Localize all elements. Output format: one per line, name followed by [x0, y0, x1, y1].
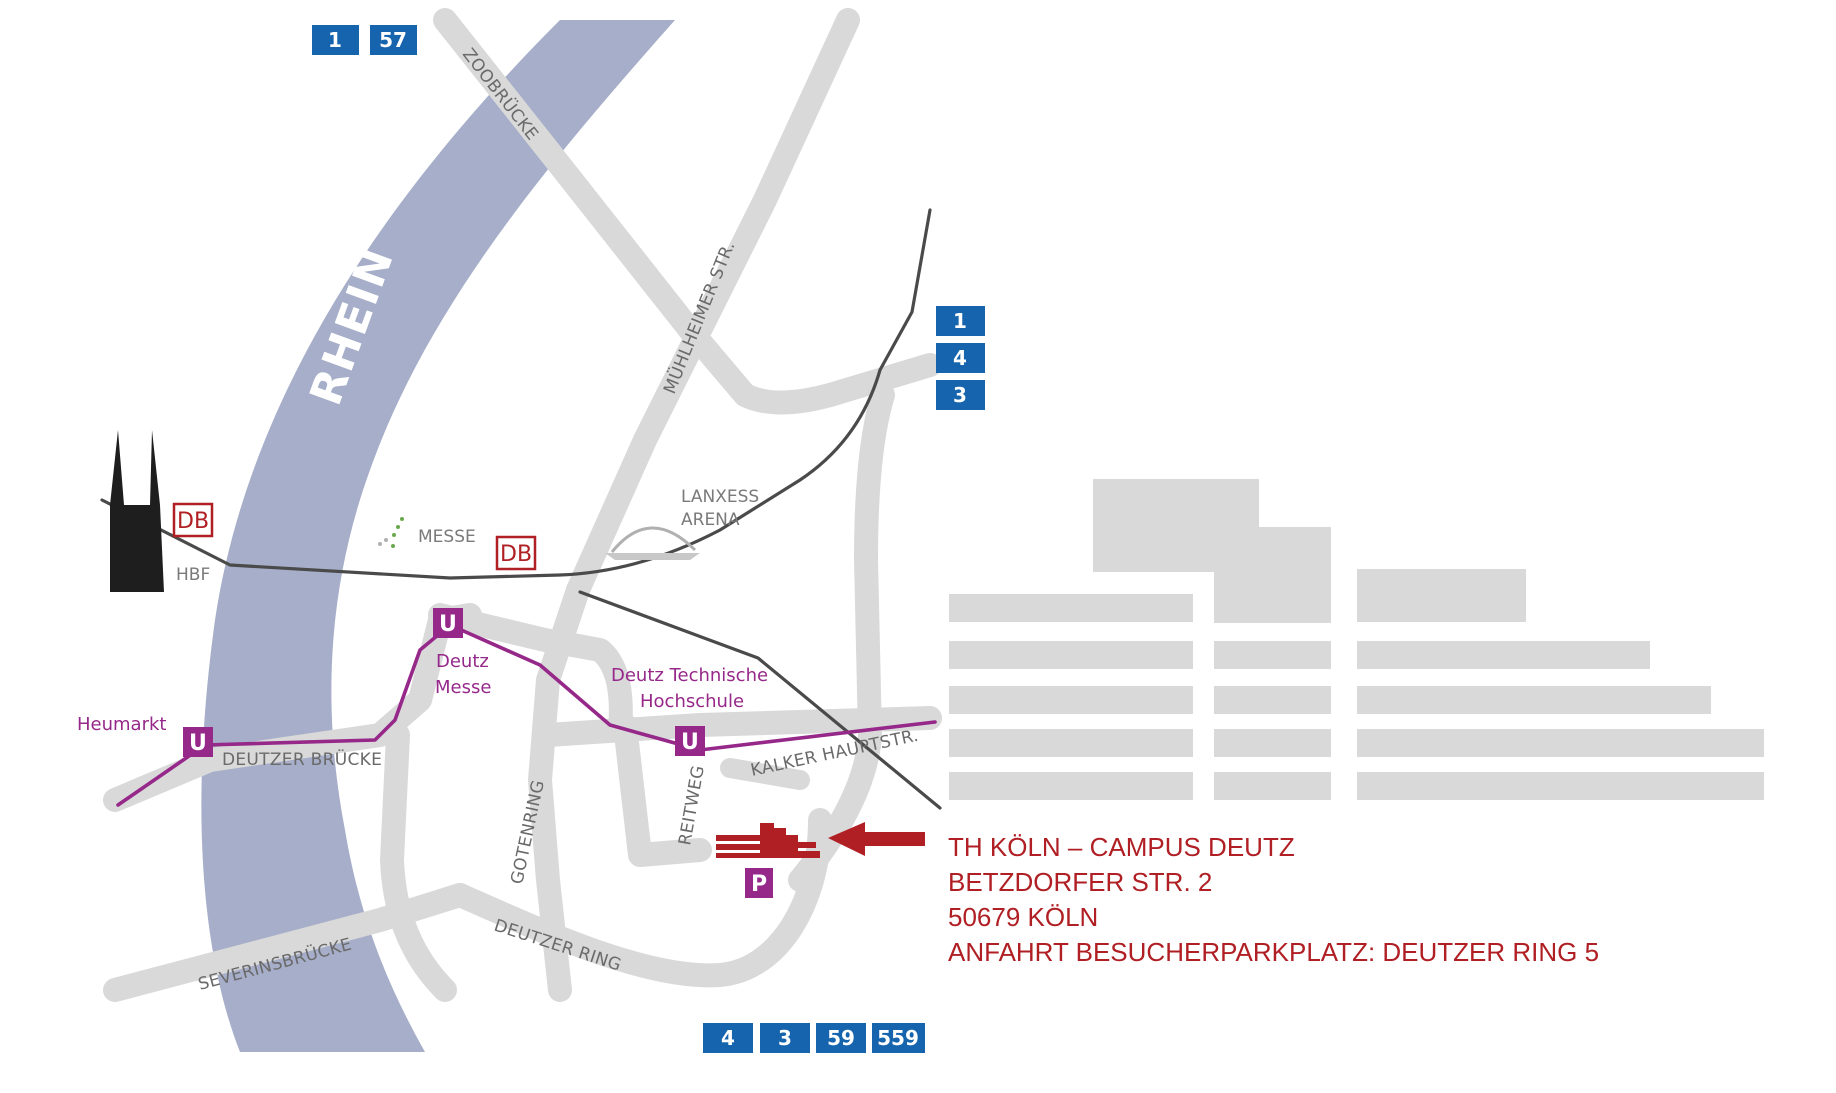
line-badge-4: 4	[936, 343, 985, 373]
arrow-left-icon	[828, 822, 925, 856]
line-badges-top: 1 57	[312, 25, 417, 55]
city-block	[949, 641, 1193, 669]
svg-text:59: 59	[827, 1026, 855, 1050]
svg-text:U: U	[439, 612, 457, 637]
parking-icon[interactable]: P	[745, 868, 773, 898]
road-gotenring[interactable]	[380, 723, 457, 1002]
messe-label: MESSE	[418, 527, 476, 547]
city-block	[1357, 772, 1764, 800]
svg-text:1: 1	[953, 309, 967, 333]
line-badge-59: 59	[816, 1023, 866, 1053]
road-severinsbruecke[interactable]	[103, 883, 472, 1002]
city-block	[1214, 729, 1331, 757]
lanxess-label-line2: ARENA	[681, 510, 740, 530]
railway-main-line	[100, 208, 932, 580]
svg-text:3: 3	[778, 1026, 792, 1050]
line-badge-4: 4	[703, 1023, 753, 1053]
street-label-deutzer-bruecke: DEUTZER BRÜCKE	[222, 748, 382, 770]
cathedral-icon	[110, 430, 164, 592]
road-right-vertical[interactable]	[788, 383, 895, 892]
line-badges-right: 1 4 3	[936, 306, 985, 410]
road-campus-access[interactable]	[720, 758, 810, 790]
city-block	[949, 594, 1193, 622]
road-zoobruecke[interactable]	[433, 8, 942, 415]
line-badge-1: 1	[936, 306, 985, 336]
city-block	[1214, 641, 1331, 669]
svg-text:3: 3	[953, 383, 967, 407]
road-network[interactable]	[103, 8, 942, 1002]
road-reitweg[interactable]	[613, 713, 712, 867]
u-stop-deutz-messe[interactable]: U	[433, 608, 463, 638]
rhine-river	[201, 20, 675, 1052]
u-stop-deutz-th[interactable]: U	[675, 726, 705, 756]
messe-icon	[378, 517, 404, 548]
city-block	[949, 686, 1193, 714]
u-stop-heumarkt[interactable]: U	[183, 727, 213, 757]
db-station-messe[interactable]: DB	[495, 535, 537, 571]
stop-label-deutz-messe-1: Deutz	[436, 651, 489, 672]
svg-text:57: 57	[379, 28, 407, 52]
address-line-name: TH KÖLN – CAMPUS DEUTZ	[948, 832, 1295, 862]
svg-text:U: U	[189, 731, 207, 756]
stop-label-heumarkt: Heumarkt	[77, 714, 166, 735]
campus-address: TH KÖLN – CAMPUS DEUTZ BETZDORFER STR. 2…	[948, 830, 1599, 970]
street-label-reitweg: REITWEG	[675, 764, 709, 847]
svg-text:4: 4	[721, 1026, 735, 1050]
address-line-parking: ANFAHRT BESUCHERPARKPLATZ: DEUTZER RING …	[948, 937, 1600, 967]
city-block	[949, 772, 1193, 800]
line-badge-1: 1	[312, 25, 359, 55]
line-badge-3: 3	[760, 1023, 810, 1053]
city-block	[1357, 686, 1711, 714]
hbf-label: HBF	[176, 565, 210, 585]
road-kalker-hauptstr[interactable]	[536, 706, 942, 747]
line-badges-bottom: 4 3 59 559	[703, 1023, 925, 1053]
stop-label-th-1: Deutz Technische	[611, 665, 768, 686]
city-block	[1357, 729, 1764, 757]
lanxess-label-line1: LANXESS	[681, 487, 759, 507]
city-blocks	[949, 479, 1764, 800]
svg-text:4: 4	[953, 346, 967, 370]
svg-text:DB: DB	[500, 542, 532, 567]
stop-label-th-2: Hochschule	[640, 691, 744, 712]
address-line-street: BETZDORFER STR. 2	[948, 867, 1213, 897]
arena-icon	[605, 526, 700, 560]
line-badge-57: 57	[370, 25, 417, 55]
db-station-hbf[interactable]: DB	[172, 502, 214, 538]
svg-text:U: U	[681, 730, 699, 755]
city-block	[949, 729, 1193, 757]
line-badge-559: 559	[872, 1023, 925, 1053]
campus-building-icon[interactable]	[716, 823, 820, 858]
address-line-city: 50679 KÖLN	[948, 902, 1099, 932]
road-deutzer-ring[interactable]	[448, 808, 832, 988]
svg-text:559: 559	[877, 1026, 919, 1050]
railway-secondary-line	[578, 590, 942, 810]
svg-text:DB: DB	[177, 509, 209, 534]
line-badge-3: 3	[936, 380, 985, 410]
svg-text:P: P	[751, 872, 767, 897]
city-block	[1214, 772, 1331, 800]
stop-label-deutz-messe-2: Messe	[435, 677, 491, 698]
city-block	[1357, 641, 1650, 669]
city-block	[1214, 527, 1331, 623]
city-block	[1214, 686, 1331, 714]
svg-text:1: 1	[328, 28, 342, 52]
city-block	[1357, 569, 1526, 622]
railway-lines	[100, 208, 942, 810]
